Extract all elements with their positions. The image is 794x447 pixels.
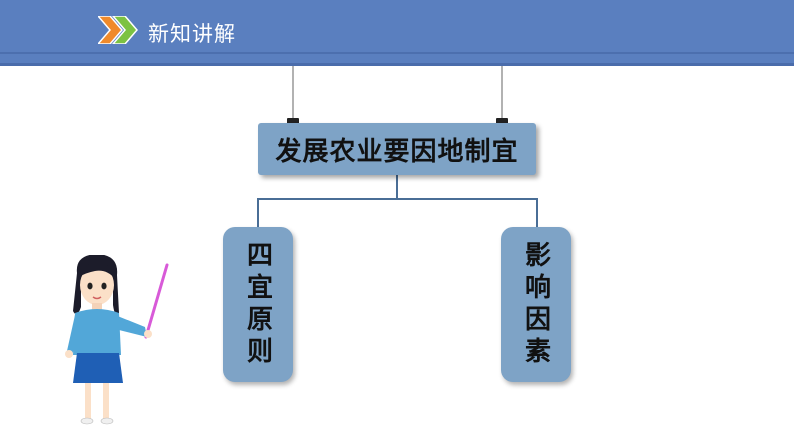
- subtopic-box-right: 影响因素: [501, 227, 571, 382]
- header-divider: [0, 52, 794, 54]
- header-bar: 新知讲解: [0, 0, 794, 66]
- page-title: 新知讲解: [148, 22, 236, 46]
- subtopic-label-left: 四宜原则: [242, 240, 273, 369]
- main-topic-label: 发展农业要因地制宜: [275, 136, 519, 167]
- subtopic-label-right: 影响因素: [520, 240, 551, 369]
- teacher-illustration: [65, 255, 169, 425]
- subtopic-box-left: 四宜原则: [223, 227, 293, 382]
- double-chevron-icon: [98, 16, 138, 44]
- main-topic-box: 发展农业要因地制宜: [258, 123, 536, 175]
